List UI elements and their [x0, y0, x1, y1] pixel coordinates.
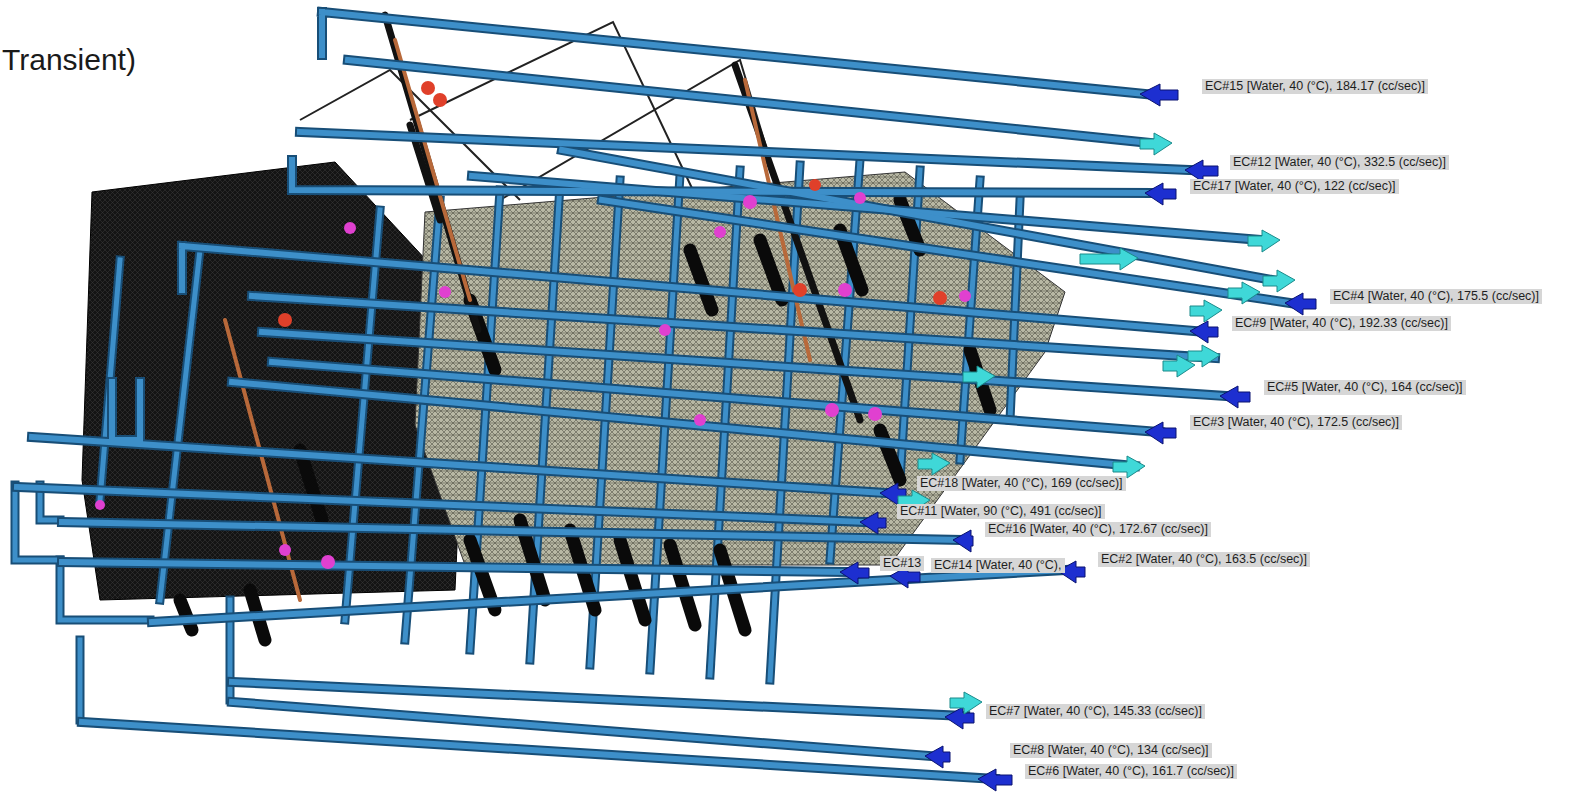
circuit-label: EC#14 [Water, 40 (°C),: [931, 558, 1065, 573]
circuit-label: EC#18 [Water, 40 (°C), 169 (cc/sec)]: [917, 476, 1126, 491]
circuit-label: EC#3 [Water, 40 (°C), 172.5 (cc/sec)]: [1190, 415, 1402, 430]
circuit-label: EC#9 [Water, 40 (°C), 192.33 (cc/sec)]: [1232, 316, 1451, 331]
title: Transient): [2, 43, 136, 77]
circuit-label: EC#5 [Water, 40 (°C), 164 (cc/sec)]: [1264, 380, 1466, 395]
marker-balls: [95, 81, 971, 569]
circuit-label: EC#15 [Water, 40 (°C), 184.17 (cc/sec)]: [1202, 79, 1428, 94]
cooling-pipes: [17, 12, 1290, 779]
circuit-label: EC#17 [Water, 40 (°C), 122 (cc/sec)]: [1190, 179, 1399, 194]
circuit-label: EC#2 [Water, 40 (°C), 163.5 (cc/sec)]: [1098, 552, 1310, 567]
circuit-label: EC#8 [Water, 40 (°C), 134 (cc/sec)]: [1010, 743, 1212, 758]
circuit-label: EC#11 [Water, 90 (°C), 491 (cc/sec)]: [897, 504, 1105, 519]
circuit-label: EC#6 [Water, 40 (°C), 161.7 (cc/sec)]: [1025, 764, 1237, 779]
circuit-label: EC#12 [Water, 40 (°C), 332.5 (cc/sec)]: [1230, 155, 1449, 170]
circuit-label: EC#4 [Water, 40 (°C), 175.5 (cc/sec)]: [1330, 289, 1542, 304]
circuit-label: EC#13: [880, 556, 924, 571]
circuit-label: EC#16 [Water, 40 (°C), 172.67 (cc/sec)]: [985, 522, 1211, 537]
circuit-label: EC#7 [Water, 40 (°C), 145.33 (cc/sec)]: [986, 704, 1205, 719]
baffle-cylinders: [180, 200, 990, 640]
